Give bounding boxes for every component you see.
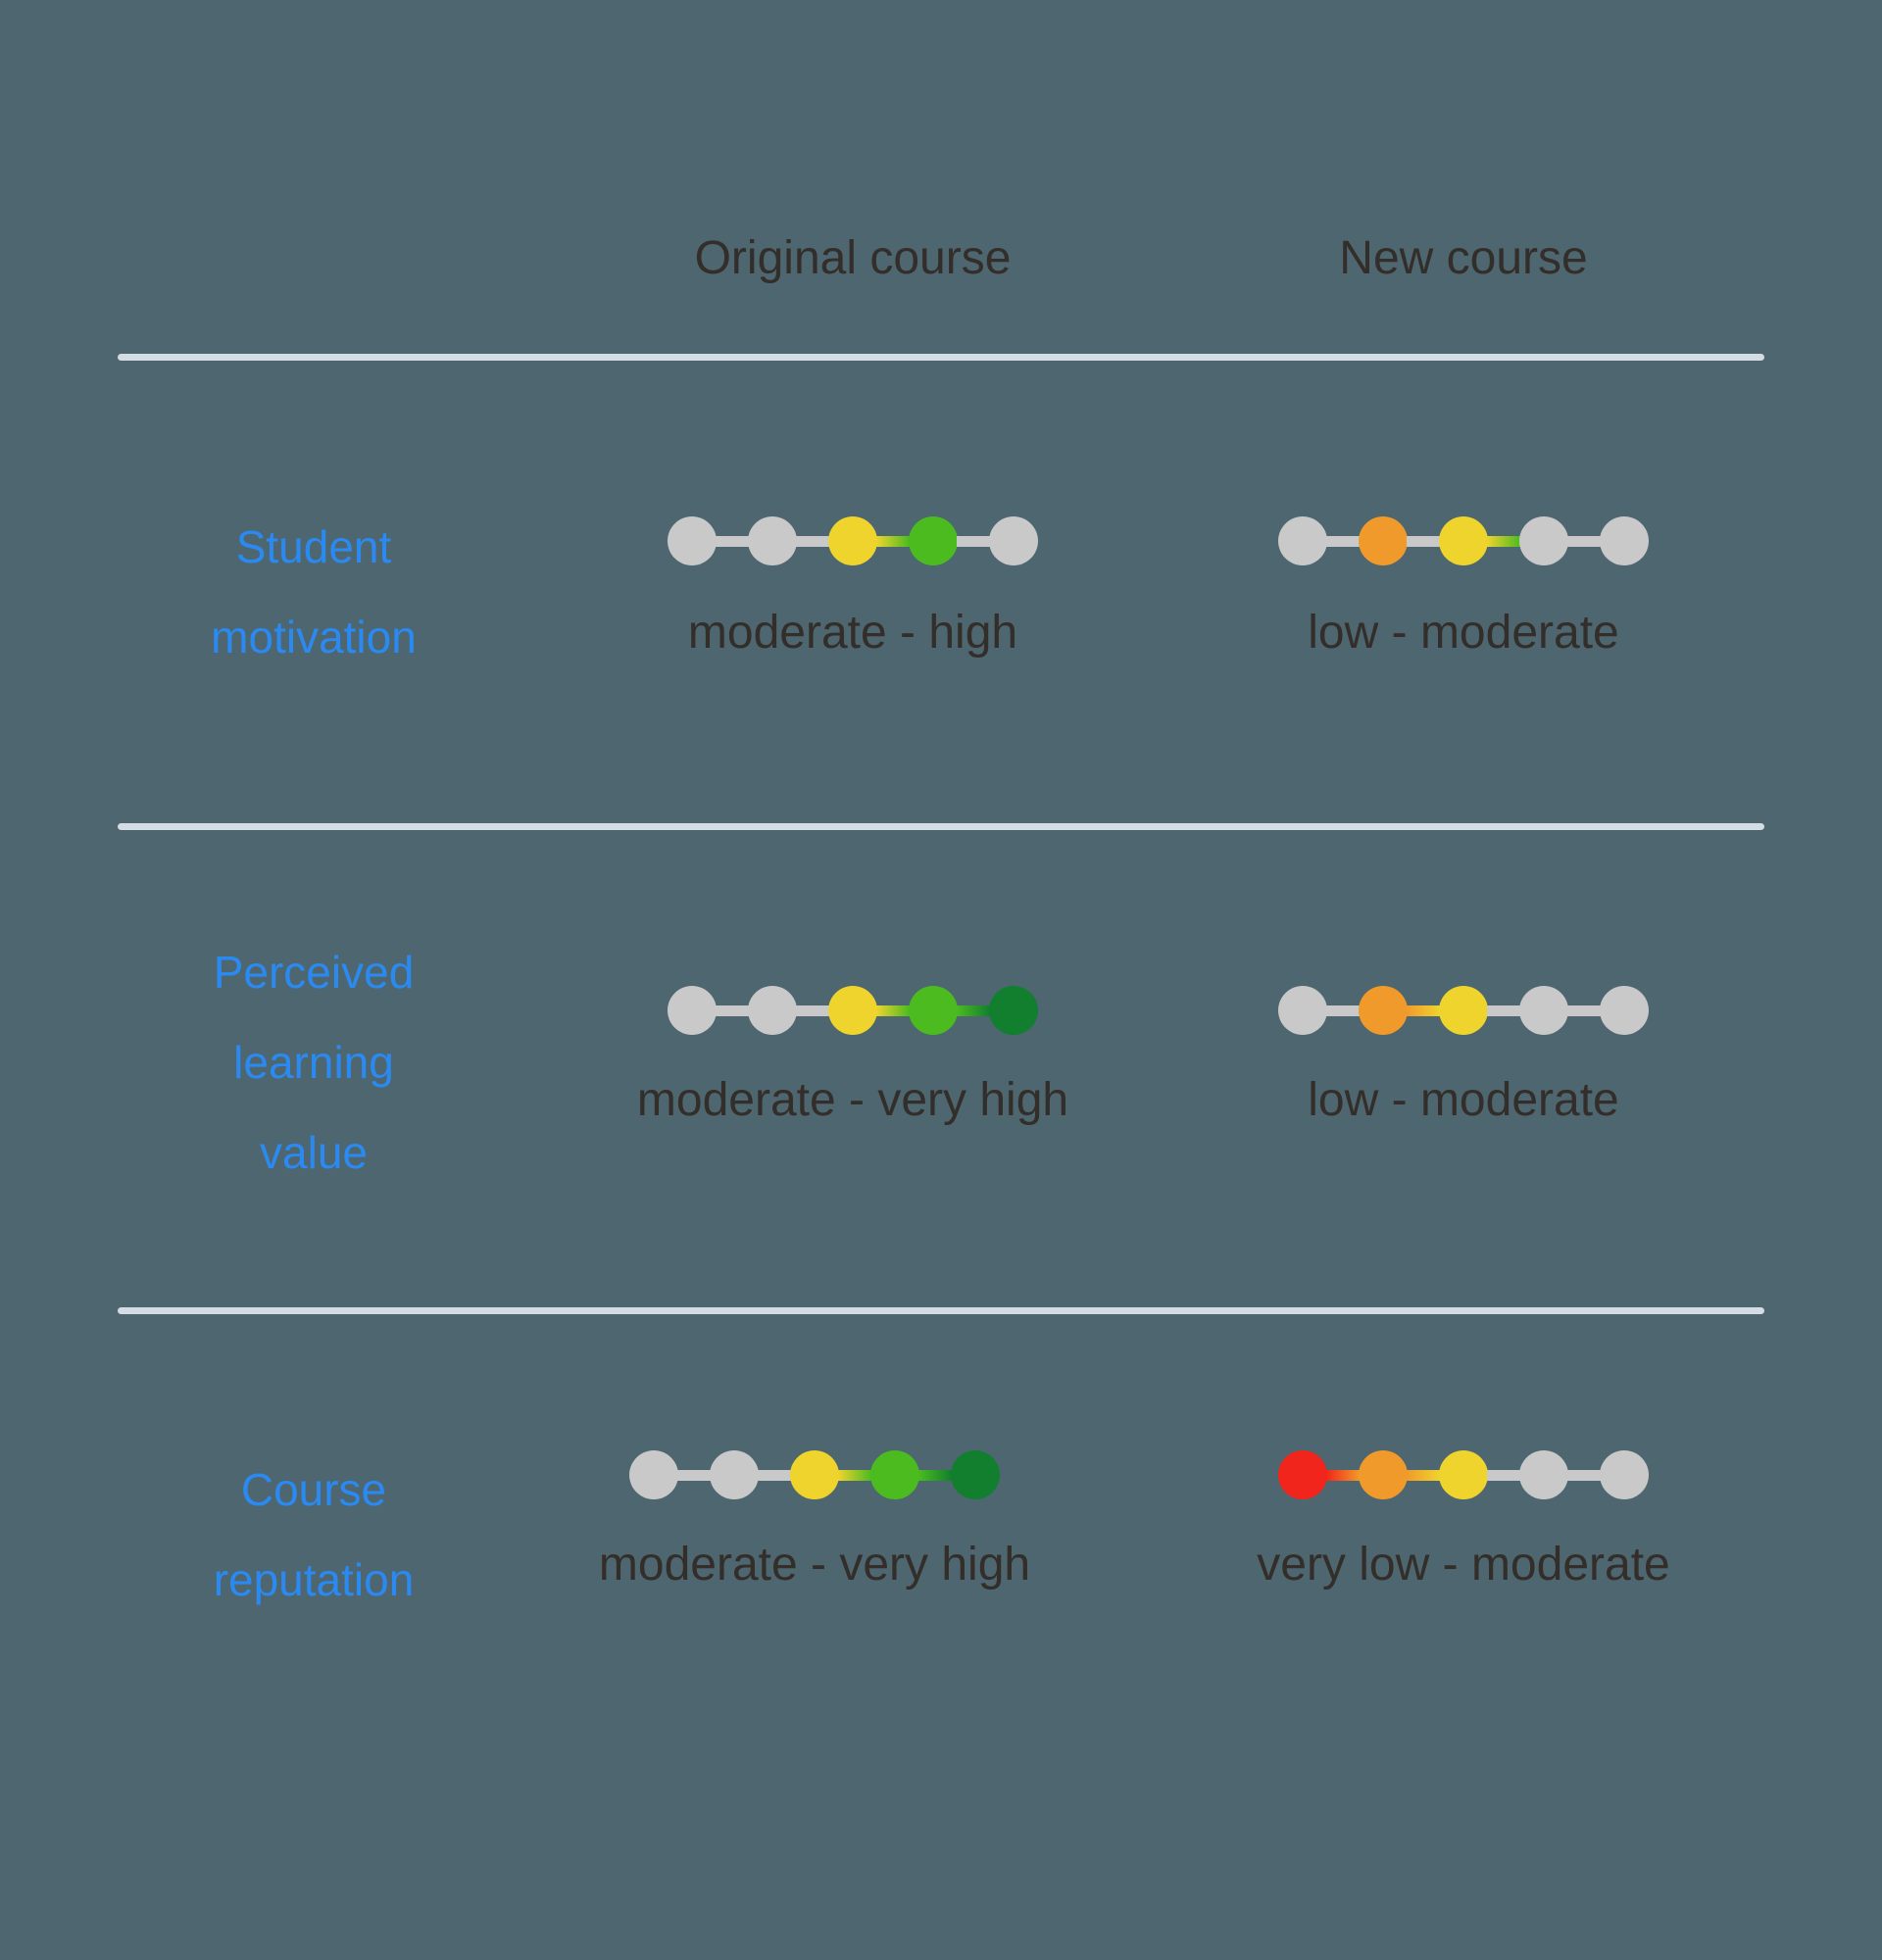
scale-dot-gray — [1278, 516, 1327, 565]
scale-connector — [1487, 535, 1520, 547]
row-label-line: reputation — [213, 1554, 415, 1605]
row-divider — [118, 823, 1764, 830]
row-label-line: learning — [233, 1037, 394, 1088]
scale-connector — [796, 535, 829, 547]
row-divider — [118, 354, 1764, 361]
rating-scale-original — [668, 516, 1038, 565]
scale-connector — [1567, 1469, 1601, 1481]
scale-dot-orange — [1359, 1450, 1408, 1499]
scale-connector — [1567, 1004, 1601, 1016]
rating-scale-new — [1278, 1450, 1649, 1499]
scale-connector — [876, 1004, 910, 1016]
scale-dot-orange — [1359, 986, 1408, 1035]
scale-connector — [716, 535, 749, 547]
scale-dot-green — [909, 986, 958, 1035]
scale-connector — [957, 1004, 990, 1016]
scale-dot-gray — [1519, 986, 1568, 1035]
row-label-perceived-learning-value: Perceived learning value — [88, 927, 539, 1198]
scale-dot-green — [909, 516, 958, 565]
row-label-line: Student — [235, 521, 392, 572]
scale-dot-gray — [668, 516, 717, 565]
scale-connector — [1326, 1469, 1360, 1481]
row-label-course-reputation: Course reputation — [88, 1445, 539, 1625]
rating-text-original: moderate - very high — [598, 1539, 1031, 1591]
rating-text-new: low - moderate — [1308, 607, 1619, 659]
scale-dot-yellow — [828, 986, 877, 1035]
scale-dot-yellow — [1439, 1450, 1488, 1499]
scale-dot-gray — [989, 516, 1038, 565]
scale-connector — [796, 1004, 829, 1016]
scale-connector — [758, 1469, 791, 1481]
rating-scale-new — [1278, 986, 1649, 1035]
scale-dot-yellow — [790, 1450, 839, 1499]
scale-connector — [1487, 1469, 1520, 1481]
scale-dot-gray — [1600, 986, 1649, 1035]
scale-dot-dark_green — [951, 1450, 1000, 1499]
scale-connector — [1407, 1469, 1440, 1481]
scale-dot-red — [1278, 1450, 1327, 1499]
scale-dot-gray — [1519, 1450, 1568, 1499]
rating-text-original: moderate - very high — [636, 1074, 1069, 1126]
rating-scale-original — [668, 986, 1038, 1035]
scale-dot-yellow — [828, 516, 877, 565]
scale-dot-gray — [1278, 986, 1327, 1035]
scale-connector — [918, 1469, 952, 1481]
column-header-new-course: New course — [1339, 232, 1588, 284]
scale-dot-gray — [668, 986, 717, 1035]
scale-connector — [716, 1004, 749, 1016]
scale-connector — [1567, 535, 1601, 547]
scale-dot-dark_green — [989, 986, 1038, 1035]
row-divider — [118, 1307, 1764, 1314]
scale-dot-gray — [748, 986, 797, 1035]
scale-dot-yellow — [1439, 986, 1488, 1035]
scale-connector — [677, 1469, 711, 1481]
rating-scale-original — [629, 1450, 1000, 1499]
column-header-original-course: Original course — [694, 232, 1012, 284]
scale-dot-orange — [1359, 516, 1408, 565]
row-label-line: Perceived — [213, 947, 415, 998]
scale-connector — [1407, 1004, 1440, 1016]
row-label-line: value — [260, 1127, 368, 1178]
rating-text-new: very low - moderate — [1257, 1539, 1670, 1591]
row-label-line: motivation — [211, 612, 417, 662]
scale-dot-gray — [629, 1450, 678, 1499]
rating-text-new: low - moderate — [1308, 1074, 1619, 1126]
scale-dot-gray — [1600, 1450, 1649, 1499]
scale-dot-gray — [1600, 516, 1649, 565]
scale-connector — [1407, 535, 1440, 547]
scale-connector — [1326, 535, 1360, 547]
scale-dot-gray — [710, 1450, 759, 1499]
scale-connector — [957, 535, 990, 547]
row-label-student-motivation: Student motivation — [88, 502, 539, 682]
scale-connector — [1326, 1004, 1360, 1016]
scale-dot-yellow — [1439, 516, 1488, 565]
scale-connector — [876, 535, 910, 547]
row-label-line: Course — [240, 1464, 387, 1515]
scale-dot-gray — [1519, 516, 1568, 565]
scale-connector — [1487, 1004, 1520, 1016]
scale-dot-gray — [748, 516, 797, 565]
rating-text-original: moderate - high — [687, 607, 1018, 659]
rating-scale-new — [1278, 516, 1649, 565]
scale-connector — [838, 1469, 871, 1481]
scale-dot-green — [870, 1450, 919, 1499]
